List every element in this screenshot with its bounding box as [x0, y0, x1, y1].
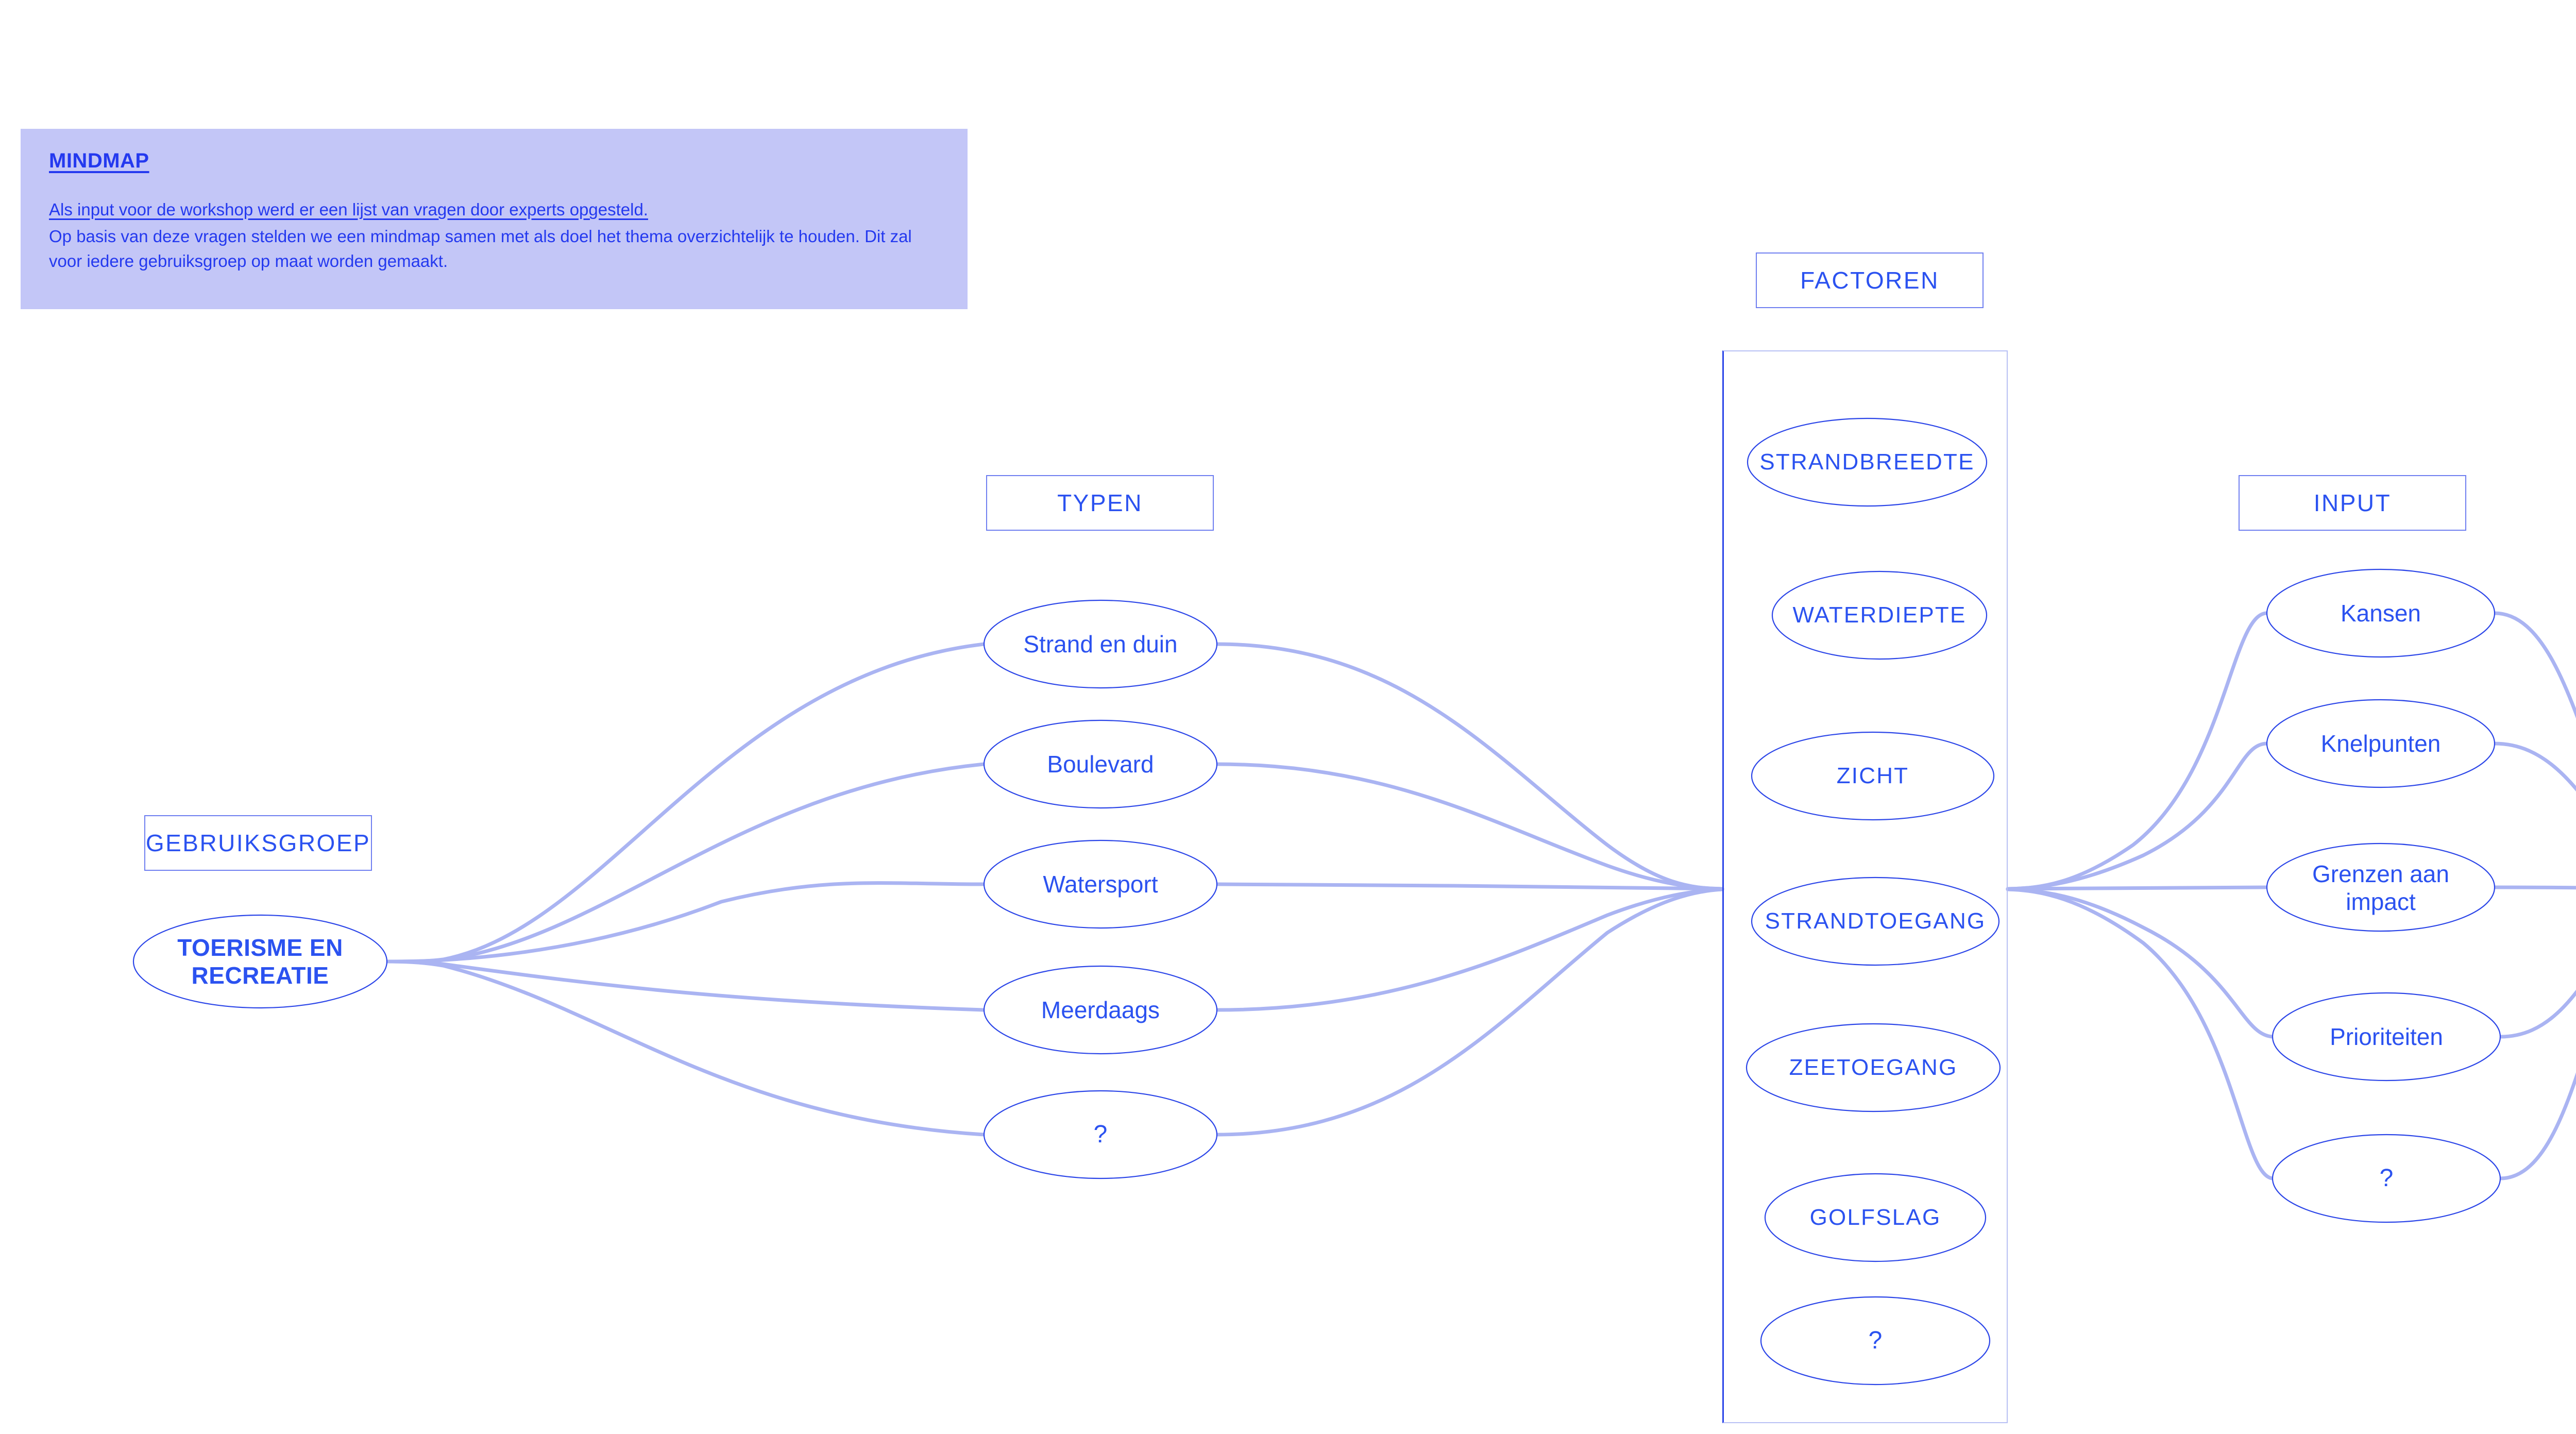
edge-meerdaags-hub	[1215, 887, 1724, 1012]
node-ellipse-strandbreedte[interactable]	[1747, 417, 1988, 507]
edge-hub-kansen	[2006, 611, 2269, 891]
edge-hub-prioriteiten	[2006, 887, 2275, 1039]
node-ellipse-kansen[interactable]	[2266, 568, 2496, 658]
edge-kansen-goal	[2493, 611, 2576, 719]
node-ellipse-golfslag[interactable]	[1764, 1173, 1987, 1262]
node-ellipse-boulevard[interactable]	[983, 719, 1218, 809]
edge-root-watersport	[384, 881, 986, 964]
header-factoren[interactable]: FACTOREN	[1756, 252, 1984, 308]
node-ellipse-group	[132, 417, 2501, 1386]
node-ellipse-grenzen-aan-impact[interactable]	[2266, 842, 2496, 932]
node-ellipse-waterdiepte[interactable]	[1771, 570, 1988, 660]
edge-group-factoren-to-input	[2006, 611, 2275, 1180]
edge-boulevard-hub	[1215, 762, 1724, 891]
edge-strand-en-duin-hub	[1215, 642, 1724, 891]
node-ellipse-knelpunten[interactable]	[2266, 699, 2496, 788]
node-ellipse-zeetoegang[interactable]	[1745, 1023, 2001, 1112]
edge-vraagteken-goal	[2498, 1072, 2576, 1180]
note-title: MINDMAP	[49, 149, 149, 172]
header-input[interactable]: INPUT	[2239, 475, 2466, 531]
edge-group-typen-to-factoren	[1215, 642, 1724, 1137]
edge-hub-knelpunten	[2006, 741, 2269, 891]
node-ellipse-root[interactable]	[132, 914, 388, 1009]
edge-group-root-to-typen	[384, 642, 986, 1137]
edge-grenzen-goal	[2493, 885, 2576, 890]
factoren-container-frame	[1722, 350, 2008, 1423]
mindmap-note-box: MINDMAP Als input voor de workshop werd …	[21, 129, 968, 309]
node-ellipse-watersport[interactable]	[983, 839, 1218, 929]
edge-vraagteken-hub	[1215, 887, 1724, 1137]
edge-knelpunten-goal	[2493, 741, 2576, 792]
edge-prioriteiten-goal	[2498, 989, 2576, 1039]
node-ellipse-typen-vraagteken[interactable]	[983, 1090, 1218, 1179]
node-ellipse-prioriteiten[interactable]	[2272, 992, 2501, 1082]
node-ellipse-input-vraagteken[interactable]	[2272, 1134, 2501, 1223]
node-ellipse-strandtoegang[interactable]	[1751, 876, 2000, 966]
node-ellipse-zicht[interactable]	[1751, 731, 1995, 821]
note-body-text: Op basis van deze vragen stelden we een …	[49, 227, 912, 271]
node-ellipse-meerdaags[interactable]	[983, 965, 1218, 1055]
edge-group-input-to-goal	[2493, 611, 2576, 1180]
edge-hub-grenzen-aan-impact	[2006, 885, 2269, 891]
edge-root-vraagteken	[384, 959, 986, 1137]
node-ellipse-strand-en-duin[interactable]	[983, 599, 1218, 689]
node-ellipse-factoren-vraagteken[interactable]	[1760, 1296, 1991, 1386]
edge-hub-vraagteken	[2006, 887, 2275, 1180]
edge-watersport-hub	[1215, 882, 1724, 891]
header-gebruiksgroep[interactable]: GEBRUIKSGROEP	[144, 815, 372, 871]
header-typen[interactable]: TYPEN	[986, 475, 1214, 531]
note-intro-line: Als input voor de workshop werd er een l…	[49, 200, 648, 219]
edge-root-meerdaags	[384, 959, 986, 1012]
